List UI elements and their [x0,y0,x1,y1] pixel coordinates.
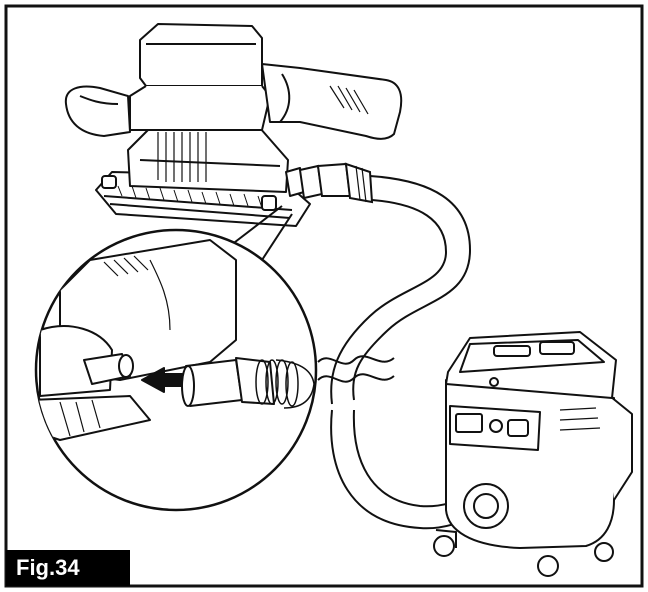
sander-battery [139,23,263,87]
vacuum-hose [298,162,485,530]
extractor-caster [433,535,455,557]
extractor-caster [537,555,559,577]
figure-label: Fig.34 [6,550,130,586]
extractor-caster [594,542,614,562]
sander-handle [261,63,403,140]
orbital-sander [64,23,403,227]
dust-extractor [433,331,633,577]
detail-callout [34,228,318,512]
